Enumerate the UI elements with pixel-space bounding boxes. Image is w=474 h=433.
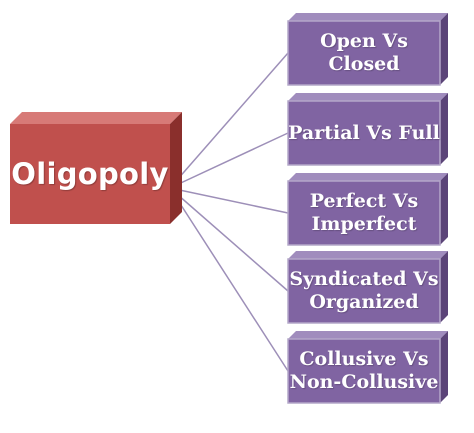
branch-node-3	[287, 173, 448, 246]
branch-node-top-face	[288, 331, 448, 339]
branch-node-front-face	[287, 100, 441, 166]
branch-node-side-face	[440, 251, 448, 323]
branch-node-side-face	[440, 173, 448, 245]
root-node-side-face	[170, 112, 182, 224]
branch-node-front-face	[287, 338, 441, 404]
branch-node-side-face	[440, 13, 448, 85]
branch-node-top-face	[288, 13, 448, 21]
connector-line-1	[169, 52, 289, 189]
root-node-front-face	[10, 124, 170, 224]
root-node-top-face	[10, 112, 182, 124]
connector-lines	[169, 52, 289, 372]
branch-node-5	[287, 331, 448, 404]
branch-node-1	[287, 13, 448, 86]
branch-node-front-face	[287, 20, 441, 86]
branch-node-front-face	[287, 180, 441, 246]
branch-node-side-face	[440, 93, 448, 165]
branch-node-2	[287, 93, 448, 166]
connector-line-4	[169, 187, 289, 292]
connector-line-3	[169, 187, 289, 214]
branch-node-top-face	[288, 251, 448, 259]
branch-node-top-face	[288, 93, 448, 101]
root-node	[10, 112, 182, 224]
connector-line-2	[169, 132, 289, 189]
branch-nodes	[287, 13, 448, 404]
branch-node-front-face	[287, 258, 441, 324]
branch-node-side-face	[440, 331, 448, 403]
branch-node-4	[287, 251, 448, 324]
connector-line-5	[169, 187, 289, 372]
branch-node-top-face	[288, 173, 448, 181]
